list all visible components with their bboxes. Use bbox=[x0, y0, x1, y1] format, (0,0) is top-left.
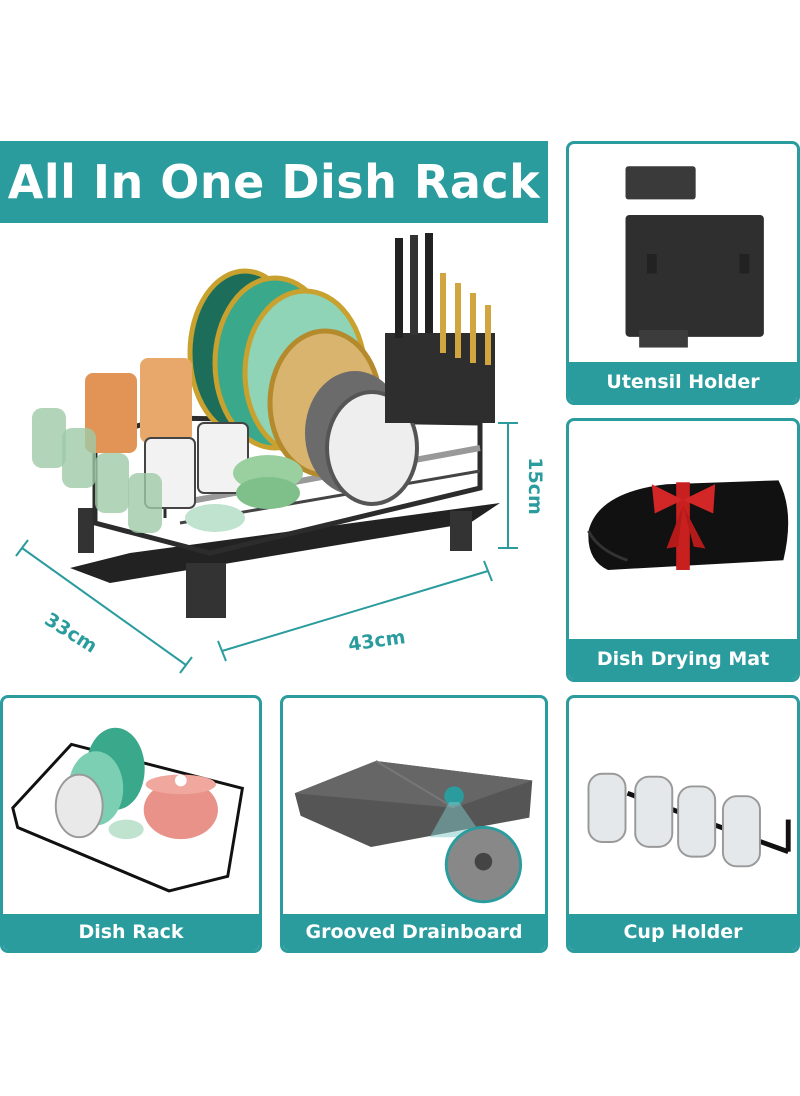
dish-drying-mat-label: Dish Drying Mat bbox=[596, 648, 770, 670]
cup-holder-caption: Cup Holder bbox=[569, 914, 797, 950]
dish-rack-panel: Dish Rack bbox=[0, 695, 262, 953]
cup-holder-panel: Cup Holder bbox=[566, 695, 800, 953]
drying-mat-image bbox=[587, 480, 789, 570]
utensil-holder-panel: Utensil Holder bbox=[566, 141, 800, 405]
dish-rack-label: Dish Rack bbox=[78, 921, 184, 943]
dish-rack-image bbox=[11, 727, 245, 893]
title-banner: All In One Dish Rack bbox=[0, 141, 548, 223]
dish-drying-mat-caption: Dish Drying Mat bbox=[569, 639, 797, 679]
utensil-holder-caption: Utensil Holder bbox=[569, 362, 797, 402]
grooved-drainboard-panel: Grooved Drainboard bbox=[280, 695, 548, 953]
utensil-holder-label: Utensil Holder bbox=[606, 371, 760, 393]
height-dimension-label: 15cm bbox=[523, 457, 546, 515]
grooved-drainboard-label: Grooved Drainboard bbox=[305, 921, 523, 943]
utensil-holder-image bbox=[625, 166, 764, 348]
page-title: All In One Dish Rack bbox=[7, 155, 541, 209]
cup-holder-label: Cup Holder bbox=[623, 921, 743, 943]
dish-rack-caption: Dish Rack bbox=[3, 914, 259, 950]
dish-rack-product-image bbox=[15, 233, 518, 674]
drainboard-image bbox=[294, 760, 533, 904]
dish-drying-mat-panel: Dish Drying Mat bbox=[566, 418, 800, 682]
cup-holder-image bbox=[587, 772, 791, 868]
grooved-drainboard-caption: Grooved Drainboard bbox=[283, 914, 545, 950]
